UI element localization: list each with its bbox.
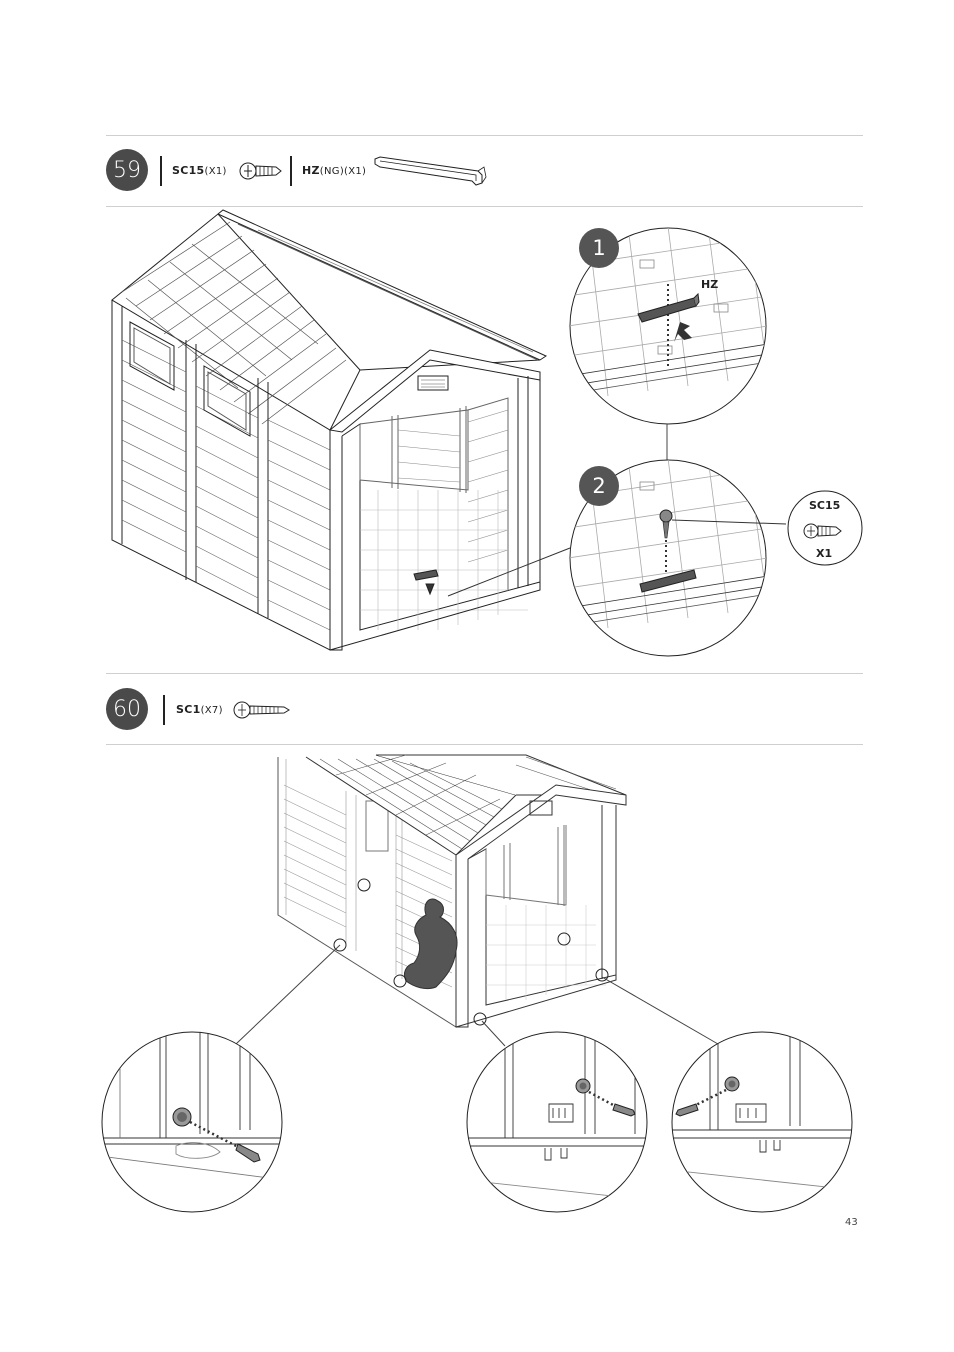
- page-number: 43: [845, 1217, 858, 1228]
- detail-circle-left: [100, 1030, 284, 1214]
- detail-circle-right: [670, 1030, 854, 1214]
- detail-circle-middle: [465, 1030, 649, 1214]
